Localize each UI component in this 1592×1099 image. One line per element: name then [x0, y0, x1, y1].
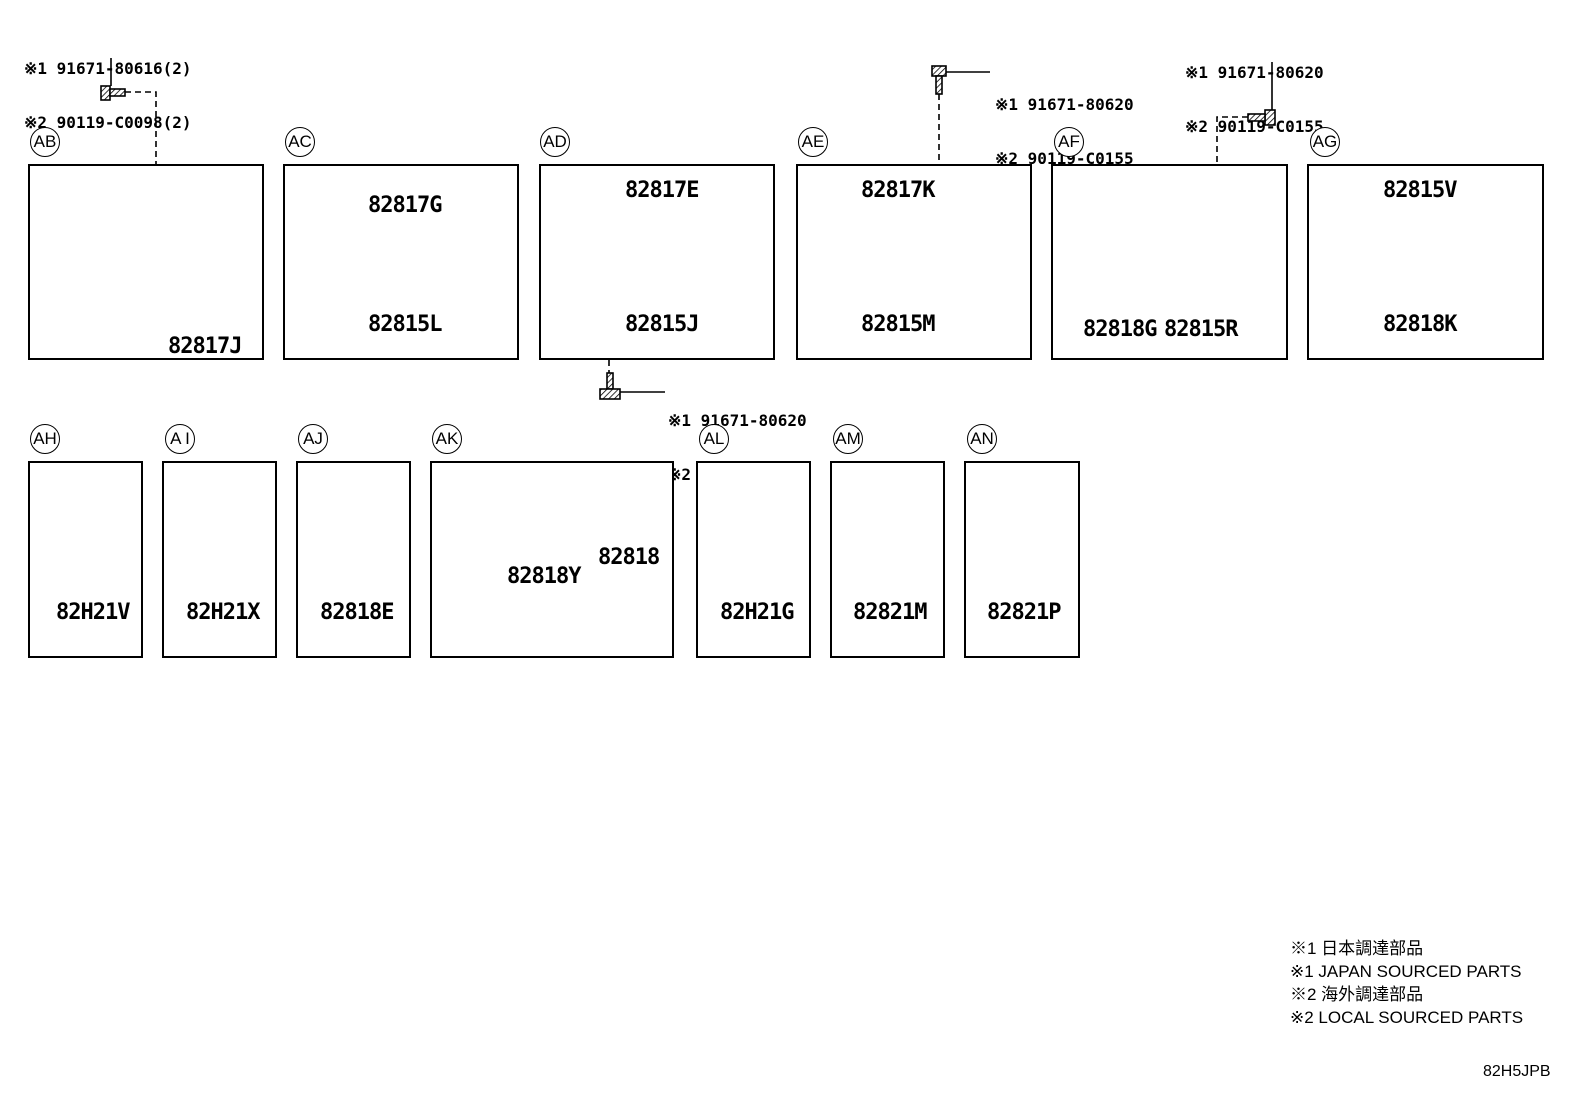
section-box-ad: [539, 164, 775, 360]
section-marker-ac: AC: [285, 127, 315, 157]
diagram-code: 82H5JPB: [1483, 1063, 1551, 1080]
section-box-ac: [283, 164, 519, 360]
section-marker-af: AF: [1054, 127, 1084, 157]
fastener-note-ab-line1: ※1 91671-80616(2): [24, 59, 192, 78]
part-label-82815M: 82815M: [861, 312, 935, 337]
fastener-note-ae-line1: ※1 91671-80620: [995, 95, 1134, 114]
section-box-ab: [28, 164, 264, 360]
part-label-82817J: 82817J: [168, 334, 242, 359]
legend-line-4: ※2 LOCAL SOURCED PARTS: [1290, 1008, 1524, 1027]
section-marker-al: AL: [699, 424, 729, 454]
section-marker-ai: A I: [165, 424, 195, 454]
part-label-82H21G: 82H21G: [720, 600, 794, 625]
screw-ae: [931, 65, 947, 95]
part-label-82H21V: 82H21V: [56, 600, 130, 625]
section-box-ah: [28, 461, 143, 658]
section-box-am: [830, 461, 945, 658]
fastener-note-af: ※1 91671-80620 ※2 90119-C0155: [1185, 28, 1324, 154]
part-label-82818E: 82818E: [320, 600, 394, 625]
part-label-82821P: 82821P: [987, 600, 1061, 625]
fastener-note-af-line2: ※2 90119-C0155: [1185, 117, 1324, 136]
legend-line-2: ※1 JAPAN SOURCED PARTS: [1290, 962, 1522, 981]
part-label-82817E: 82817E: [625, 178, 699, 203]
part-label-82815R: 82815R: [1164, 317, 1238, 342]
screw-ad: [599, 372, 621, 400]
part-label-82817K: 82817K: [861, 178, 935, 203]
part-label-82821M: 82821M: [853, 600, 927, 625]
section-marker-ag: AG: [1310, 127, 1340, 157]
section-box-ag: [1307, 164, 1544, 360]
section-box-ai: [162, 461, 277, 658]
section-marker-an: AN: [967, 424, 997, 454]
part-label-82818G: 82818G: [1083, 317, 1157, 342]
part-label-82815L: 82815L: [368, 312, 442, 337]
section-marker-ah: AH: [30, 424, 60, 454]
section-marker-aj: AJ: [298, 424, 328, 454]
part-label-82818: 82818: [598, 545, 660, 570]
part-label-82817G: 82817G: [368, 193, 442, 218]
part-label-82818K: 82818K: [1383, 312, 1457, 337]
section-marker-ad: AD: [540, 127, 570, 157]
section-box-ae: [796, 164, 1032, 360]
section-box-an: [964, 461, 1080, 658]
section-marker-ak: AK: [432, 424, 462, 454]
fastener-note-ab: ※1 91671-80616(2) ※2 90119-C0098(2): [24, 24, 192, 150]
section-marker-am: AM: [833, 424, 863, 454]
section-box-aj: [296, 461, 411, 658]
part-label-82818Y: 82818Y: [507, 564, 581, 589]
fastener-note-af-line1: ※1 91671-80620: [1185, 63, 1324, 82]
section-box-af: [1051, 164, 1288, 360]
legend: ※1 日本調達部品 ※1 JAPAN SOURCED PARTS ※2 海外調達…: [1290, 937, 1523, 1029]
part-label-82815J: 82815J: [625, 312, 699, 337]
fastener-note-ae: ※1 91671-80620 ※2 90119-C0155: [995, 60, 1134, 186]
section-box-al: [696, 461, 811, 658]
legend-line-1: ※1 日本調達部品: [1290, 939, 1424, 958]
section-marker-ab: AB: [30, 127, 60, 157]
fastener-note-ad-line1: ※1 91671-80620: [668, 411, 807, 430]
fastener-note-ae-line2: ※2 90119-C0155: [995, 149, 1134, 168]
part-label-82815V: 82815V: [1383, 178, 1457, 203]
section-marker-ae: AE: [798, 127, 828, 157]
legend-line-3: ※2 海外調達部品: [1290, 985, 1424, 1004]
section-box-ak: [430, 461, 674, 658]
part-label-82H21X: 82H21X: [186, 600, 260, 625]
